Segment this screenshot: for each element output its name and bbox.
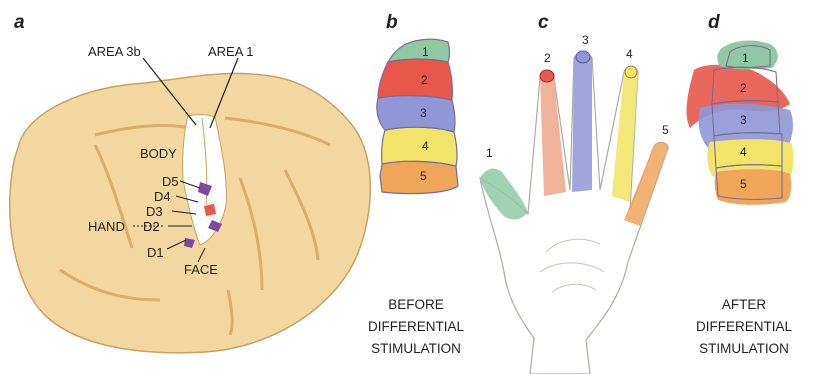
after-number-3: 3 bbox=[740, 113, 747, 127]
before-number-5: 5 bbox=[420, 169, 427, 183]
before-region-1 bbox=[388, 39, 450, 62]
before-number-1: 1 bbox=[422, 45, 429, 59]
digit-d1-label: D1 bbox=[147, 245, 164, 260]
after-number-4: 4 bbox=[740, 145, 747, 159]
before-number-2: 2 bbox=[421, 73, 428, 87]
hand-number-5: 5 bbox=[662, 123, 669, 137]
stimulus-tip-3 bbox=[576, 51, 590, 63]
hand-digit-1 bbox=[480, 169, 528, 220]
area-3b-label: AREA 3b bbox=[88, 44, 141, 59]
face-label: FACE bbox=[184, 262, 218, 277]
before-map-panel: b 1 2 3 4 5 BEFORE DIFFERENTIAL STIMULAT… bbox=[368, 12, 465, 356]
after-number-5: 5 bbox=[740, 177, 747, 191]
after-caption-line-2: DIFFERENTIAL bbox=[696, 319, 793, 334]
body-label: BODY bbox=[140, 146, 177, 161]
after-number-2: 2 bbox=[740, 81, 747, 95]
digit-d3-label: D3 bbox=[146, 204, 163, 219]
before-caption-line-2: DIFFERENTIAL bbox=[368, 319, 465, 334]
before-number-3: 3 bbox=[420, 106, 427, 120]
hand-area-d4 bbox=[204, 204, 216, 216]
hand-number-2: 2 bbox=[544, 51, 551, 65]
hand-number-3: 3 bbox=[582, 33, 589, 47]
before-caption-line-3: STIMULATION bbox=[371, 341, 461, 356]
before-region-4 bbox=[382, 127, 457, 166]
brain-panel: a AREA 3b AREA 1 BODY HAND FACE D5 D4 D3… bbox=[10, 12, 371, 353]
before-region-5 bbox=[380, 161, 458, 193]
area-1-label: AREA 1 bbox=[208, 44, 254, 59]
digit-d2-label: D2 bbox=[143, 219, 160, 234]
hand-number-1: 1 bbox=[486, 146, 493, 160]
panel-label-c: c bbox=[538, 12, 549, 33]
before-region-2 bbox=[378, 59, 452, 100]
after-number-1: 1 bbox=[742, 51, 749, 65]
before-caption-line-1: BEFORE bbox=[388, 297, 444, 312]
hand-label: HAND bbox=[88, 219, 125, 234]
digit-d4-label: D4 bbox=[154, 189, 171, 204]
stimulus-tip-4 bbox=[625, 66, 637, 78]
panel-label-b: b bbox=[386, 12, 398, 33]
digit-d5-label: D5 bbox=[162, 174, 179, 189]
before-region-3 bbox=[377, 96, 455, 132]
panel-label-a: a bbox=[14, 12, 25, 33]
stimulus-tip-2 bbox=[540, 70, 554, 82]
panel-label-d: d bbox=[708, 12, 720, 33]
after-caption-line-1: AFTER bbox=[722, 297, 767, 312]
hand-number-4: 4 bbox=[626, 47, 633, 61]
after-map-panel: d 1 2 3 4 5 AFTER DIFFERENTIAL STIMULATI… bbox=[687, 12, 794, 356]
hand-digit-3 bbox=[572, 54, 592, 193]
after-caption-line-3: STIMULATION bbox=[699, 341, 789, 356]
before-number-4: 4 bbox=[422, 139, 429, 153]
hand-panel: c 1 2 3 4 5 bbox=[480, 12, 669, 374]
